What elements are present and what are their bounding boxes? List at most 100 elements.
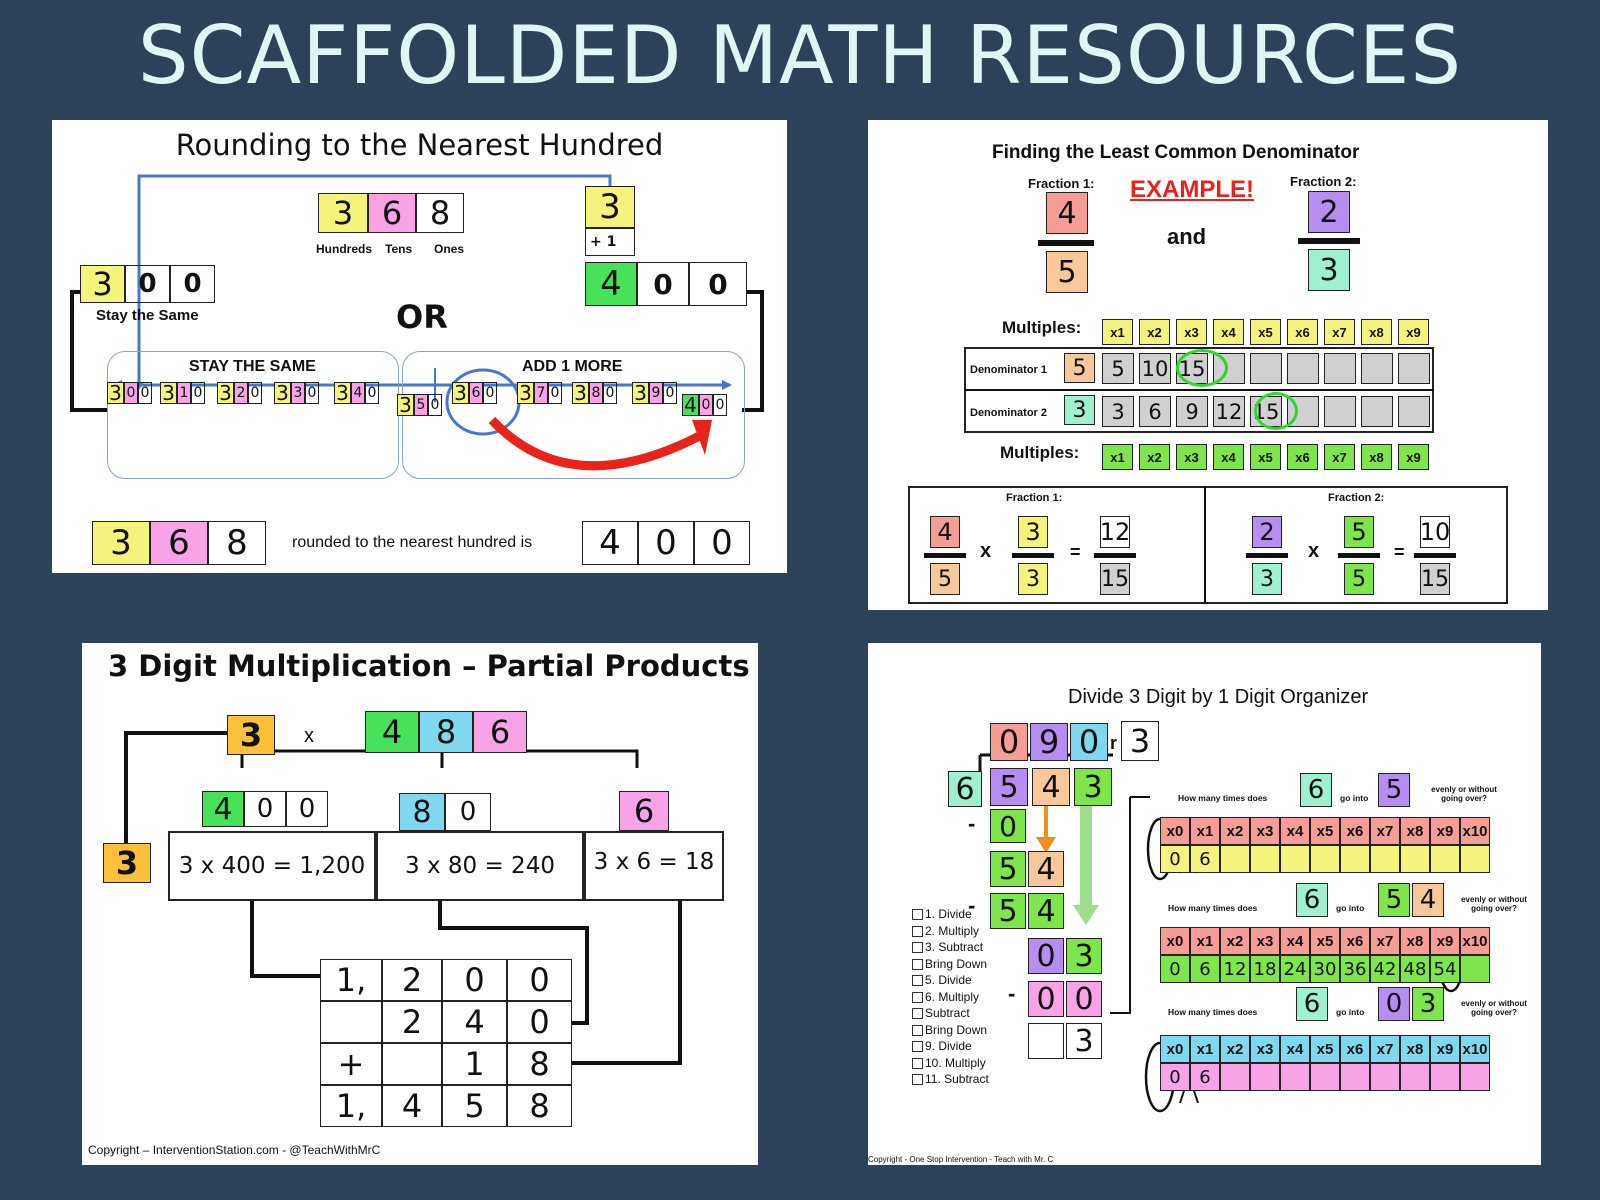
table1-header-5: x5 <box>1310 927 1340 955</box>
eq2-frac-b-bar <box>1338 553 1380 558</box>
sum-cell-2-2: 1 <box>442 1043 507 1085</box>
mult-copyright: Copyright – InterventionStation.com - @T… <box>88 1143 381 1157</box>
den1-multiple-8 <box>1398 353 1430 384</box>
eq2-frac-a-den: 3 <box>1252 563 1282 595</box>
numline-7-digit-2: 0 <box>548 382 562 404</box>
numline-2-digit-1: 2 <box>234 382 248 404</box>
den2-multiple-7 <box>1361 396 1393 427</box>
dividend-1: 4 <box>1032 768 1070 806</box>
bottom-fraction1-label: Fraction 1: <box>1006 492 1063 504</box>
eq1-frac-c-num: 12 <box>1099 516 1131 548</box>
q0-go: go into <box>1340 793 1369 803</box>
table2-value-3 <box>1250 1063 1280 1091</box>
label-ones: Ones <box>434 242 465 256</box>
q1-dividend-1: 4 <box>1412 883 1444 917</box>
f2-denominator: 3 <box>1308 249 1350 291</box>
table2-value-8 <box>1400 1063 1430 1091</box>
divisor: 6 <box>948 771 982 807</box>
table0-value-7 <box>1370 845 1400 873</box>
table0-header-3: x3 <box>1250 817 1280 845</box>
partial-3: 3 x 6 = 18 <box>584 831 724 901</box>
work-5-0: 0 <box>1028 981 1064 1017</box>
table0-header-6: x6 <box>1340 817 1370 845</box>
step-check-9 <box>912 1057 923 1069</box>
multiple-header-top-5: x6 <box>1287 319 1318 345</box>
den1-multiple-5 <box>1287 353 1319 384</box>
step-check-8 <box>912 1041 923 1052</box>
numline-8-digit-1: 8 <box>589 382 603 404</box>
table0-header-5: x5 <box>1310 817 1340 845</box>
partial-1: 3 x 400 = 1,200 <box>168 831 376 901</box>
q2-divisor: 6 <box>1296 987 1328 1021</box>
multiple-header-bottom-0: x1 <box>1102 444 1133 470</box>
plus-one: + 1 <box>585 228 635 256</box>
den1-value: 5 <box>1064 353 1095 383</box>
sum-cell-0-0: 1, <box>320 959 382 1001</box>
table0-header-8: x8 <box>1400 817 1430 845</box>
div-copyright: Copyright - One Stop Intervention - Teac… <box>868 1155 1054 1164</box>
den1-multiple-7 <box>1361 353 1393 384</box>
table0-header-4: x4 <box>1280 817 1310 845</box>
table0-value-9 <box>1430 845 1460 873</box>
q0-divisor: 6 <box>1300 773 1332 807</box>
sum-cell-1-1: 2 <box>382 1001 442 1043</box>
den-divider <box>964 389 1434 391</box>
multiple-header-bottom-6: x7 <box>1324 444 1355 470</box>
table0-value-10 <box>1460 845 1490 873</box>
table0-header-7: x7 <box>1370 817 1400 845</box>
multiplication-panel: 3 Digit Multiplication – Partial Product… <box>82 643 758 1165</box>
or-label: OR <box>396 298 448 336</box>
table1-header-10: x10 <box>1460 927 1490 955</box>
den1-multiple-1: 10 <box>1139 353 1171 384</box>
multiple-header-bottom-7: x8 <box>1361 444 1392 470</box>
numline-8-digit-0: 3 <box>572 381 589 405</box>
numline-9-digit-0: 3 <box>632 381 649 405</box>
mcand-ones: 6 <box>473 711 527 753</box>
eq2-frac-c-den: 15 <box>1420 563 1450 595</box>
sum-cell-3-2: 5 <box>442 1085 507 1127</box>
equivalents-box <box>908 486 1508 604</box>
fraction1-label: Fraction 1: <box>1028 176 1095 191</box>
numline-3-digit-0: 3 <box>274 381 291 405</box>
table0-header-2: x2 <box>1220 817 1250 845</box>
table1-header-6: x6 <box>1340 927 1370 955</box>
work-2-0: 5 <box>990 851 1026 887</box>
table0-value-0: 0 <box>1160 845 1190 873</box>
q0-text: How many times does <box>1178 793 1268 803</box>
eq2-frac-b-num: 5 <box>1344 516 1374 548</box>
right-digit-2: 0 <box>637 262 689 306</box>
table0-value-3 <box>1250 845 1280 873</box>
table0-header-9: x9 <box>1430 817 1460 845</box>
eq2-frac-c-num: 10 <box>1419 516 1451 548</box>
step-9: 10. Multiply <box>925 1055 986 1070</box>
mcand-tens: 8 <box>419 711 473 753</box>
table2-header-8: x8 <box>1400 1035 1430 1063</box>
step-check-3 <box>912 958 923 970</box>
numline-4-digit-2: 0 <box>365 382 379 404</box>
sum-cell-0-2: 0 <box>442 959 507 1001</box>
sum-cell-2-3: 8 <box>507 1043 572 1085</box>
step-0: 1. Divide <box>925 907 972 921</box>
rounding-connector <box>70 174 764 471</box>
q1-text: How many times does <box>1168 903 1258 913</box>
numline-3-digit-1: 3 <box>291 382 305 404</box>
table1-value-9: 54 <box>1430 955 1460 983</box>
sum-cell-1-2: 4 <box>442 1001 507 1043</box>
digit-ones: 8 <box>416 193 464 233</box>
table2-header-1: x1 <box>1190 1035 1220 1063</box>
multiple-header-top-6: x7 <box>1324 319 1355 345</box>
table1-value-7: 42 <box>1370 955 1400 983</box>
multiples-label-top: Multiples: <box>1002 318 1082 337</box>
remainder-r: r <box>1110 733 1118 753</box>
eq2-frac-a-bar <box>1246 553 1288 558</box>
eq1-times: x <box>980 540 992 562</box>
example-label: EXAMPLE! <box>1130 176 1255 203</box>
lcm-circle-1 <box>1176 349 1228 387</box>
multiple-header-top-2: x3 <box>1176 319 1207 345</box>
table1-header-9: x9 <box>1430 927 1460 955</box>
numline-0-digit-0: 3 <box>107 381 124 405</box>
den2-multiple-8 <box>1398 396 1430 427</box>
q2-even: evenly or without going over? <box>1461 999 1527 1017</box>
eq1-frac-b-den: 3 <box>1018 563 1048 595</box>
eq1-frac-c-den: 15 <box>1100 563 1130 595</box>
